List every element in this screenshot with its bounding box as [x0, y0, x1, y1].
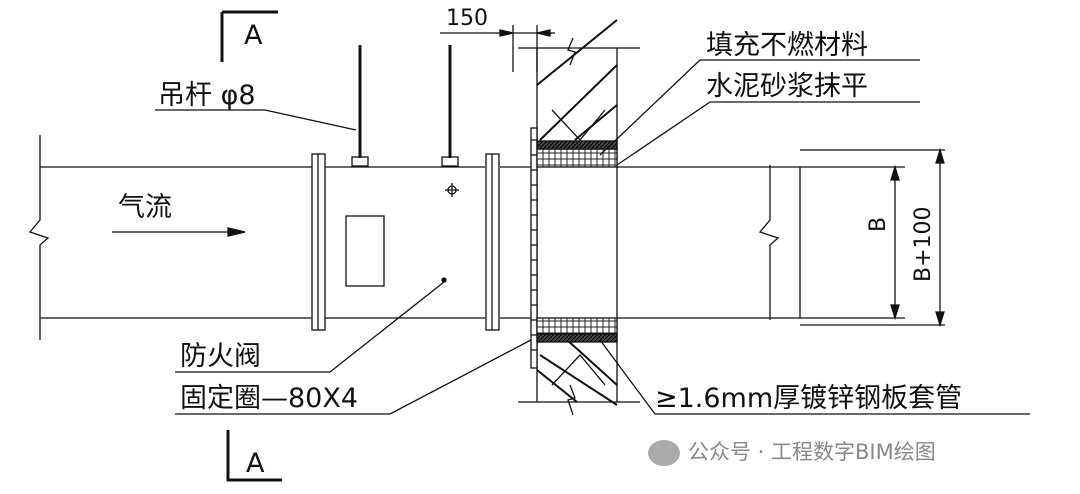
fill-material-label: 填充不燃材料: [706, 30, 868, 61]
leader-sleeve: [599, 339, 1030, 415]
dimension-b100: [935, 147, 945, 328]
leader-damper: [175, 281, 445, 373]
access-door: [345, 215, 385, 287]
watermark-text: 公众号 · 工程数字BIM绘图: [688, 440, 936, 464]
duct-right: [617, 149, 945, 326]
watermark: 公众号 · 工程数字BIM绘图: [648, 436, 936, 466]
leader-mortar: [616, 101, 920, 166]
section-mark-top: [220, 10, 278, 62]
dimension-b100-label: B+100: [911, 206, 936, 282]
leader-hanger: [155, 109, 357, 131]
fixing-ring-label: 固定圈—80X4: [180, 383, 359, 414]
dimension-b: [890, 164, 900, 321]
fill-top: [536, 148, 618, 168]
dimension-150: [440, 25, 555, 72]
hanger-label: 吊杆 φ8: [158, 80, 256, 111]
airflow-label: 气流: [118, 192, 172, 223]
sleeve-label: ≥1.6mm厚镀锌钢板套管: [655, 383, 963, 414]
dimension-b-label: B: [866, 216, 891, 232]
hanger-rods: [351, 45, 459, 167]
dimension-150-label: 150: [446, 6, 488, 31]
fill-bottom: [536, 317, 618, 335]
leader-ring: [175, 339, 532, 415]
wechat-icon: [648, 440, 680, 466]
leader-fill: [599, 59, 920, 156]
section-mark-top-label: A: [244, 20, 263, 51]
center-mark-icon: [445, 183, 459, 197]
duct-left: [28, 135, 537, 340]
steel-sleeve: [530, 127, 538, 369]
section-mark-bottom-label: A: [246, 448, 265, 479]
mortar-label: 水泥砂浆抹平: [706, 71, 868, 102]
section-mark-bottom: [226, 430, 282, 482]
fire-damper-label: 防火阀: [180, 341, 261, 372]
